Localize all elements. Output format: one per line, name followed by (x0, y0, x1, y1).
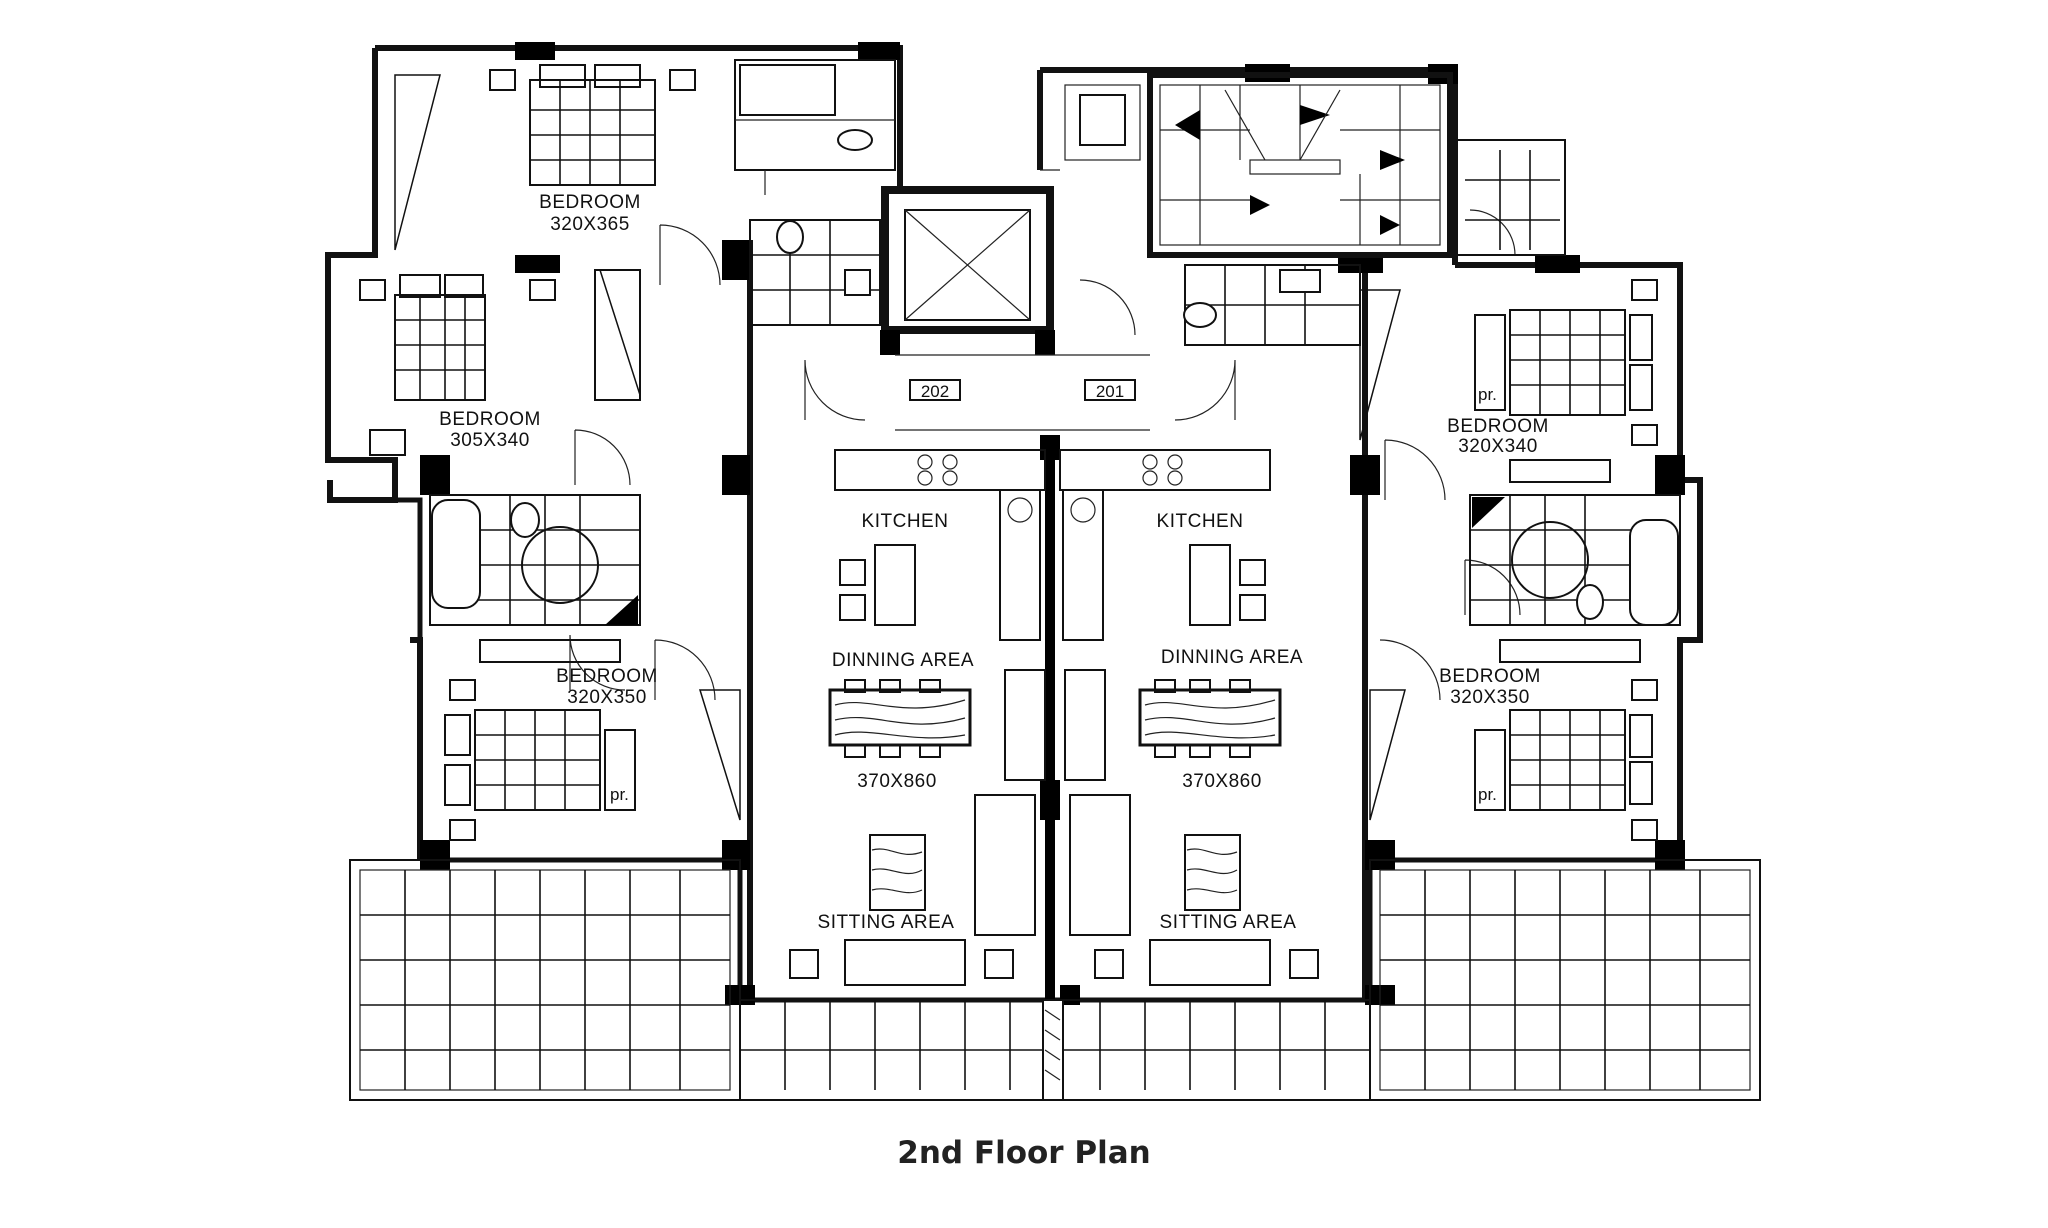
terrace-left (349, 859, 741, 1101)
bathroom-left-main (429, 494, 641, 626)
kitchen-label: KITCHEN (1157, 511, 1244, 532)
kitchen-left-counter (834, 449, 1046, 641)
curtains (394, 74, 1406, 821)
unit-202-label: 202 (921, 382, 949, 401)
bed-left-bottom: pr. (444, 639, 636, 841)
bathroom-right-main (1469, 494, 1681, 626)
sitting-label: SITTING AREA (818, 912, 955, 933)
bedroom-size: 320X340 (1458, 436, 1538, 457)
breakfast-table-right (1189, 544, 1266, 626)
sitting-label: SITTING AREA (1160, 912, 1297, 933)
sideboard-center (1004, 669, 1106, 781)
bedroom-label: BEDROOM (1439, 666, 1541, 687)
living-size: 370X860 (1182, 771, 1262, 792)
bedroom-label: BEDROOM (556, 666, 658, 687)
dining-table-left (828, 679, 972, 758)
wardrobe-label-right-bottom: pr. (1478, 785, 1497, 804)
terrace-center (739, 999, 1371, 1101)
staircase (1147, 72, 1453, 258)
bedroom-size: 320X365 (550, 214, 630, 235)
bedroom-label: BEDROOM (1447, 416, 1549, 437)
kitchen-label: KITCHEN (862, 511, 949, 532)
bathroom-left-wc (749, 219, 881, 326)
dining-table-right (1138, 679, 1282, 758)
kitchen-right-counter (1059, 449, 1271, 641)
columns (420, 42, 1685, 1005)
sofas (789, 794, 1319, 986)
lift-shaft (880, 186, 1055, 355)
doors (569, 209, 1521, 701)
bedroom-label: BEDROOM (539, 192, 641, 213)
bedroom-size: 320X350 (1450, 687, 1530, 708)
terrace-right (1369, 859, 1761, 1101)
bathroom-left-top (734, 59, 896, 195)
unit-201-label: 201 (1096, 382, 1124, 401)
wardrobe-label-right-top: pr. (1478, 385, 1497, 404)
bed-right-bottom: pr. (1474, 639, 1658, 841)
breakfast-table-left (839, 544, 916, 626)
living-size: 370X860 (857, 771, 937, 792)
bedroom-size: 320X350 (567, 687, 647, 708)
room-labels: BEDROOM 320X365 BEDROOM 305X340 BEDROOM … (439, 192, 1549, 933)
dining-label: DINNING AREA (832, 650, 974, 671)
wardrobe-label-left: pr. (610, 785, 629, 804)
balcony-right-top (1454, 139, 1566, 256)
bedroom-label: BEDROOM (439, 409, 541, 430)
bed-right-top: pr. (1474, 279, 1658, 483)
dining-label: DINNING AREA (1161, 647, 1303, 668)
utility-area (1040, 84, 1141, 171)
bathroom-right-wc (1183, 264, 1361, 346)
bedroom-size: 305X340 (450, 430, 530, 451)
bed-left-top (489, 64, 696, 186)
unit-labels: 202 201 (895, 354, 1150, 431)
plan-caption: 2nd Floor Plan (897, 1135, 1151, 1171)
